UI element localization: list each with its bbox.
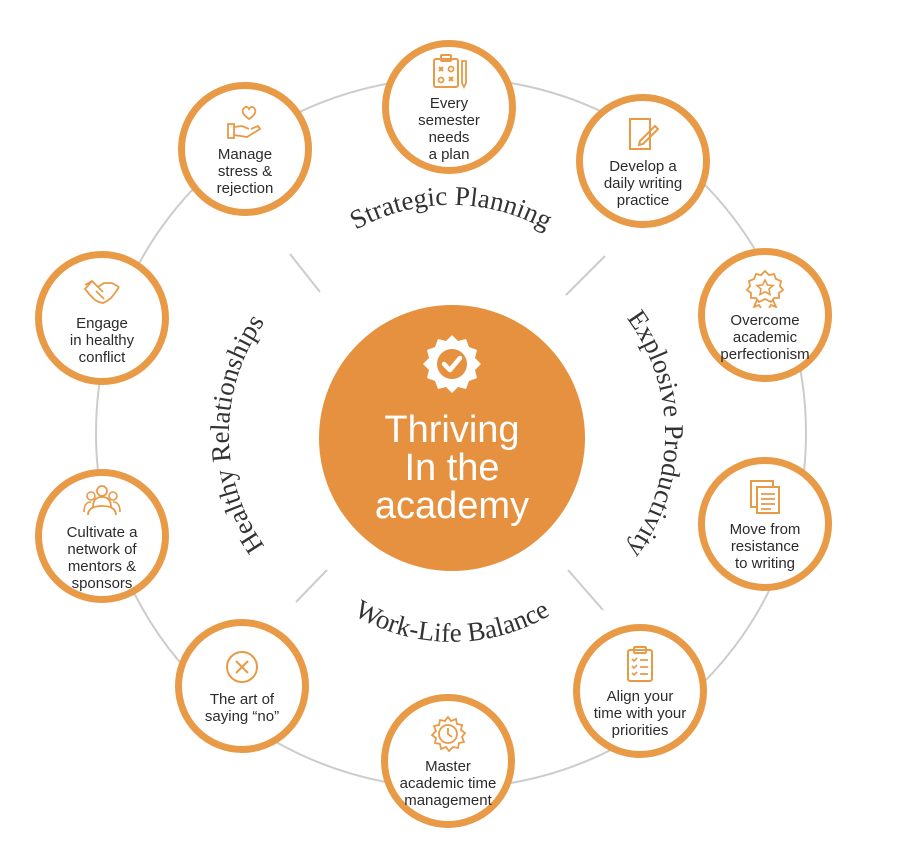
center-hub: Thriving In the academy xyxy=(319,305,585,571)
handshake-icon xyxy=(83,279,120,304)
node-develop-daily-writing-practice: Develop a daily writing practice xyxy=(576,94,710,228)
node-manage-stress-and-rejection: Manage stress & rejection xyxy=(178,82,312,216)
divider-bottom-right xyxy=(567,569,604,611)
divider-top-left xyxy=(289,253,321,293)
quadrant-label-work-life-balance: Work-Life Balance xyxy=(350,594,553,648)
people-group-icon xyxy=(83,485,121,516)
node-label: Engage in healthy conflict xyxy=(69,314,135,366)
node-label: Align your time with your priorities xyxy=(593,687,687,739)
node-label: Move from resistance to writing xyxy=(729,520,801,572)
node-label: Master academic time management xyxy=(399,757,497,809)
node-label: Develop a daily writing practice xyxy=(603,157,683,209)
node-label: Cultivate a network of mentors & sponsor… xyxy=(66,524,138,592)
node-master-academic-time-management: Master academic time management xyxy=(381,694,515,828)
node-every-semester-needs-a-plan: Every semester needs a plan xyxy=(382,40,516,174)
gear-clock-icon xyxy=(430,715,467,752)
node-label: Overcome academic perfectionism xyxy=(720,311,810,363)
circle-x-icon xyxy=(226,651,258,683)
node-label: Every semester needs a plan xyxy=(418,95,480,163)
checklist-clipboard-icon xyxy=(627,645,653,682)
node-overcome-academic-perfectionism: Overcome academic perfectionism xyxy=(698,248,832,382)
node-label: The art of saying “no” xyxy=(204,691,280,725)
stacked-documents-icon xyxy=(750,479,780,514)
quadrant-label-explosive-productivity: Explosive Productivity xyxy=(621,304,689,564)
center-title: Thriving In the academy xyxy=(374,409,530,527)
node-art-of-saying-no: The art of saying “no” xyxy=(175,619,309,753)
hand-heart-icon xyxy=(227,105,262,139)
badge-check-icon xyxy=(423,335,481,393)
node-engage-in-healthy-conflict: Engage in healthy conflict xyxy=(35,251,169,385)
quadrant-label-healthy-relationships: Healthy Relationships xyxy=(205,308,270,559)
document-pen-icon xyxy=(629,117,660,150)
quadrant-label-strategic-planning: Strategic Planning xyxy=(345,181,558,235)
node-cultivate-network-of-mentors: Cultivate a network of mentors & sponsor… xyxy=(35,469,169,603)
node-align-time-with-priorities: Align your time with your priorities xyxy=(573,624,707,758)
node-label: Manage stress & rejection xyxy=(216,145,274,197)
strategy-board-icon xyxy=(433,54,467,90)
divider-bottom-left xyxy=(295,569,328,603)
award-ribbon-icon xyxy=(745,269,785,308)
node-move-from-resistance-to-writing: Move from resistance to writing xyxy=(698,457,832,591)
divider-top-right xyxy=(565,255,606,296)
